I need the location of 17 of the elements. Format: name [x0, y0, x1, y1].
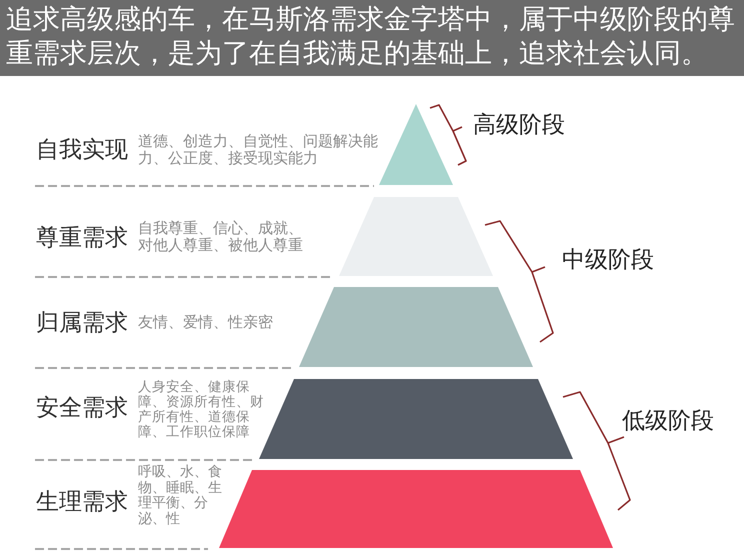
- level-name: 自我实现: [36, 136, 128, 164]
- level-description: 呼吸、水、食物、睡眠、生理平衡、分泌、性: [138, 465, 223, 527]
- pyramid-apex: [379, 104, 453, 185]
- level-name: 尊重需求: [36, 224, 128, 252]
- level-description: 友情、爱情、性亲密: [138, 314, 274, 331]
- level-description: 道德、创造力、自觉性、问题解决能力、公正度、接受现实能力: [138, 133, 378, 167]
- title-banner: 追求高级感的车，在马斯洛需求金字塔中，属于中级阶段的尊重需求层次，是为了在自我满足的基础上，追求社会认同。: [0, 0, 744, 76]
- pyramid-tier: [299, 287, 533, 367]
- stage-label: 中级阶段: [562, 246, 654, 274]
- pyramid-tier: [339, 197, 493, 276]
- level-name: 安全需求: [36, 394, 128, 422]
- stage-label: 高级阶段: [473, 111, 565, 139]
- level-description: 自我尊重、信心、成就、对他人尊重、被他人尊重: [138, 220, 304, 254]
- stage-label: 低级阶段: [622, 407, 714, 435]
- level-name: 生理需求: [36, 488, 128, 516]
- level-description: 人身安全、健康保障、资源所有性、财产所有性、道德保障、工作职位保障: [138, 380, 265, 440]
- level-name: 归属需求: [36, 309, 128, 337]
